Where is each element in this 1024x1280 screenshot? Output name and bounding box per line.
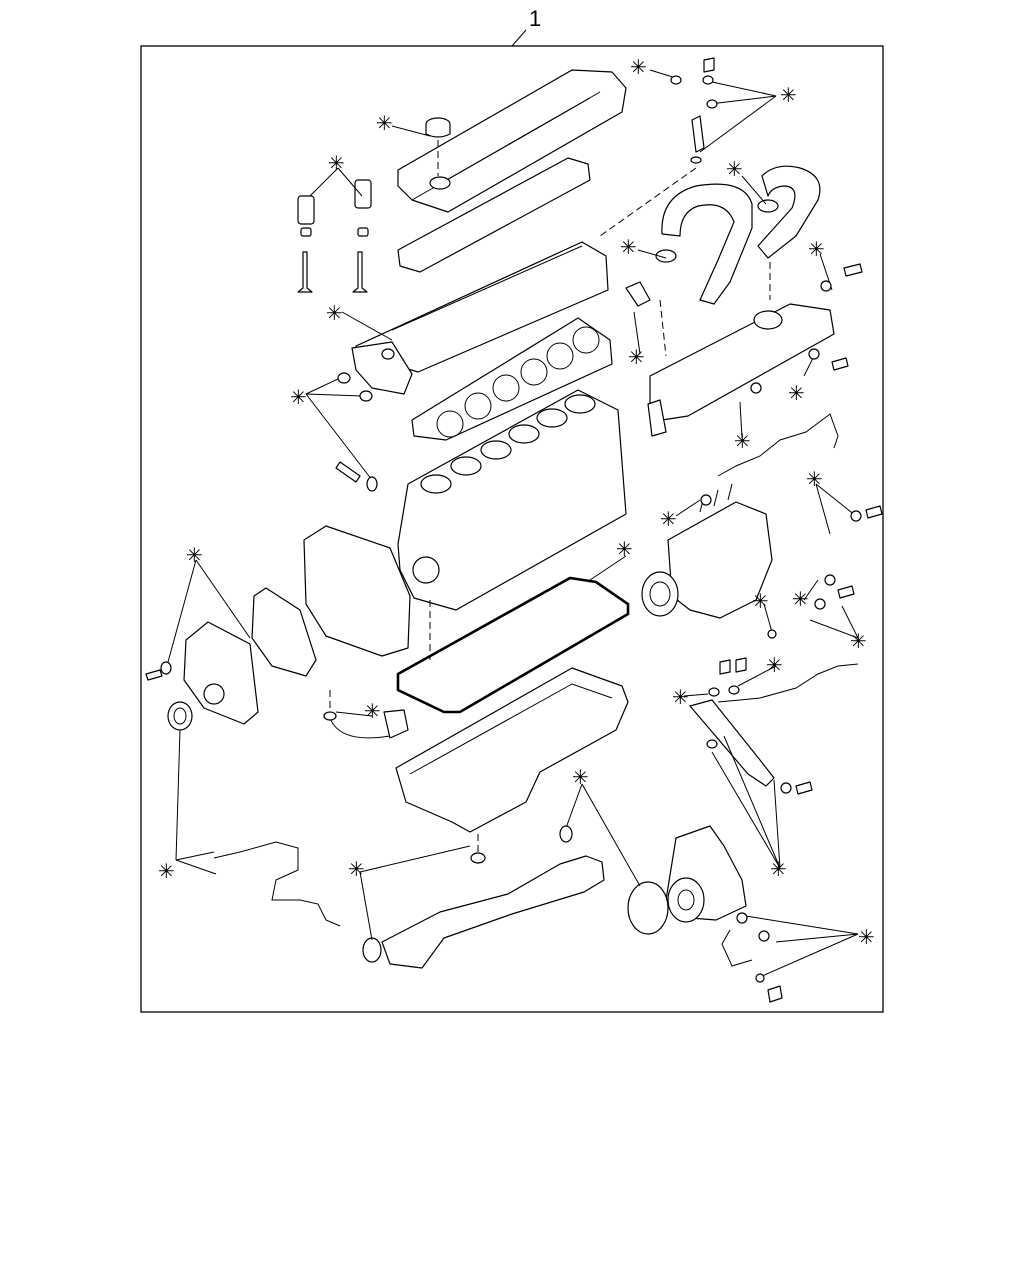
kit-markers: ✳ ✳ ✳ ✳ ✳ ✳ ✳ ✳ ✳ ✳ ✳ ✳ ✳ ✳ ✳ ✳ ✳ ✳ ✳ ✳ … <box>158 55 875 949</box>
oil-pan <box>395 667 629 833</box>
asterisk-icon: ✳ <box>850 629 867 653</box>
asterisk-icon: ✳ <box>616 537 633 561</box>
injector <box>690 115 705 164</box>
thermostat-housing <box>647 303 835 437</box>
asterisk-icon: ✳ <box>186 543 203 567</box>
asterisk-icon: ✳ <box>348 857 365 881</box>
alignment-lines <box>329 167 771 852</box>
water-hoses <box>655 165 821 305</box>
fuel-line-assembly <box>717 663 859 703</box>
asterisk-icon: ✳ <box>620 235 637 259</box>
asterisk-icon: ✳ <box>792 587 809 611</box>
leader-lines <box>167 69 859 977</box>
cylinder-head-gasket <box>411 317 613 441</box>
asterisk-icon: ✳ <box>770 857 787 881</box>
sensor-harness <box>213 841 341 927</box>
callout-leader <box>511 29 527 47</box>
cylinder-block <box>397 389 627 611</box>
asterisk-icon: ✳ <box>734 429 751 453</box>
callout-number: 1 <box>529 6 541 31</box>
asterisk-icon: ✳ <box>630 55 647 79</box>
glow-plug-harness <box>717 413 839 477</box>
asterisk-icon: ✳ <box>766 653 783 677</box>
asterisk-icon: ✳ <box>572 765 589 789</box>
asterisk-icon: ✳ <box>158 859 175 883</box>
injection-pump <box>641 483 773 619</box>
asterisk-icon: ✳ <box>290 385 307 409</box>
oil-pipe-assembly <box>362 855 605 969</box>
water-pump <box>627 825 747 935</box>
timing-case-bolt <box>145 669 163 681</box>
asterisk-icon: ✳ <box>628 345 645 369</box>
asterisk-icon: ✳ <box>752 589 769 613</box>
asterisk-icon: ✳ <box>788 381 805 405</box>
water-pump-pipe <box>721 929 753 967</box>
oil-pan-gasket <box>396 576 630 714</box>
front-plate <box>303 525 411 657</box>
asterisk-icon: ✳ <box>376 111 393 135</box>
rocker-cover <box>397 69 627 213</box>
oil-filler-cap <box>425 117 451 176</box>
asterisk-icon: ✳ <box>672 685 689 709</box>
valves <box>297 251 368 293</box>
asterisk-icon: ✳ <box>660 507 677 531</box>
fuel-pipe-bracket <box>689 699 775 787</box>
thermostat-gasket <box>625 281 651 307</box>
drain-plug <box>470 852 486 864</box>
asterisk-icon: ✳ <box>858 925 875 949</box>
hardware-parts <box>160 57 883 1003</box>
front-plate-gasket <box>251 587 317 677</box>
asterisk-icon: ✳ <box>364 699 381 723</box>
asterisk-icon: ✳ <box>808 237 825 261</box>
cylinder-head <box>351 241 609 395</box>
oil-strainer <box>323 709 409 739</box>
asterisk-icon: ✳ <box>326 301 343 325</box>
asterisk-icon: ✳ <box>780 83 797 107</box>
valve-springs <box>297 179 372 237</box>
asterisk-icon: ✳ <box>328 151 345 175</box>
rocker-cover-gasket <box>397 157 591 273</box>
timing-gear-case <box>167 621 259 731</box>
asterisk-icon: ✳ <box>726 157 743 181</box>
asterisk-icon: ✳ <box>806 467 823 491</box>
